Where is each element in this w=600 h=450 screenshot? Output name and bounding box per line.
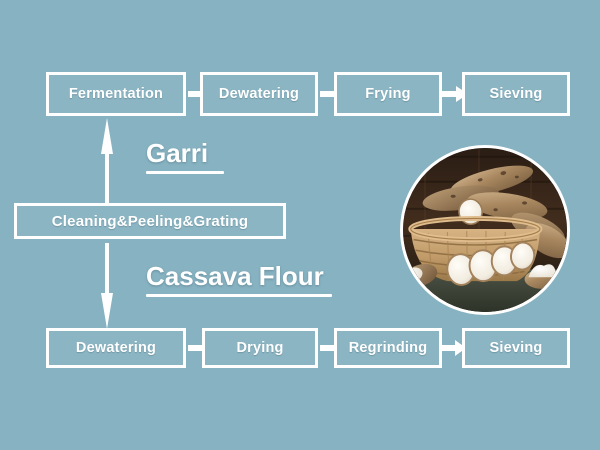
process-box-label: Dewatering [218,86,300,102]
process-box-label: Sieving [489,86,543,102]
branch-title-underline [146,294,332,297]
process-box-fermentation[interactable]: Fermentation [46,72,186,116]
branch-title-underline [146,171,224,174]
cassava-photo [400,145,570,315]
process-box-label: Regrinding [348,340,428,356]
branch-title-text: Cassava Flour [146,261,324,291]
process-box-frying[interactable]: Frying [334,72,442,116]
cassava-photo-illustration [403,148,567,312]
process-box-label: Frying [365,86,411,102]
arrow-right-regrinding-to-sieving [441,339,467,357]
process-box-sieving-garri[interactable]: Sieving [462,72,570,116]
branch-title-garri: Garri [146,140,224,174]
process-box-label: Drying [236,340,284,356]
process-box-sieving-flour[interactable]: Sieving [462,328,570,368]
branch-title-cassava-flour: Cassava Flour [146,263,332,297]
cassava-photo-image [403,148,567,312]
arrow-right-frying-to-sieving [441,85,469,103]
process-box-label: Sieving [489,340,543,356]
process-box-label: Cleaning&Peeling&Grating [51,212,249,230]
process-box-label: Fermentation [68,86,164,102]
process-box-label: Dewatering [75,340,157,356]
arrow-down-to-cassava-flour [96,243,118,329]
branch-title-text: Garri [146,138,209,168]
process-box-dewatering-garri[interactable]: Dewatering [200,72,318,116]
arrow-up-to-garri [96,118,118,204]
process-box-dewatering-flour[interactable]: Dewatering [46,328,186,368]
process-box-drying[interactable]: Drying [202,328,318,368]
process-box-cleaning-peeling-grating[interactable]: Cleaning&Peeling&Grating [14,203,286,239]
process-box-regrinding[interactable]: Regrinding [334,328,442,368]
